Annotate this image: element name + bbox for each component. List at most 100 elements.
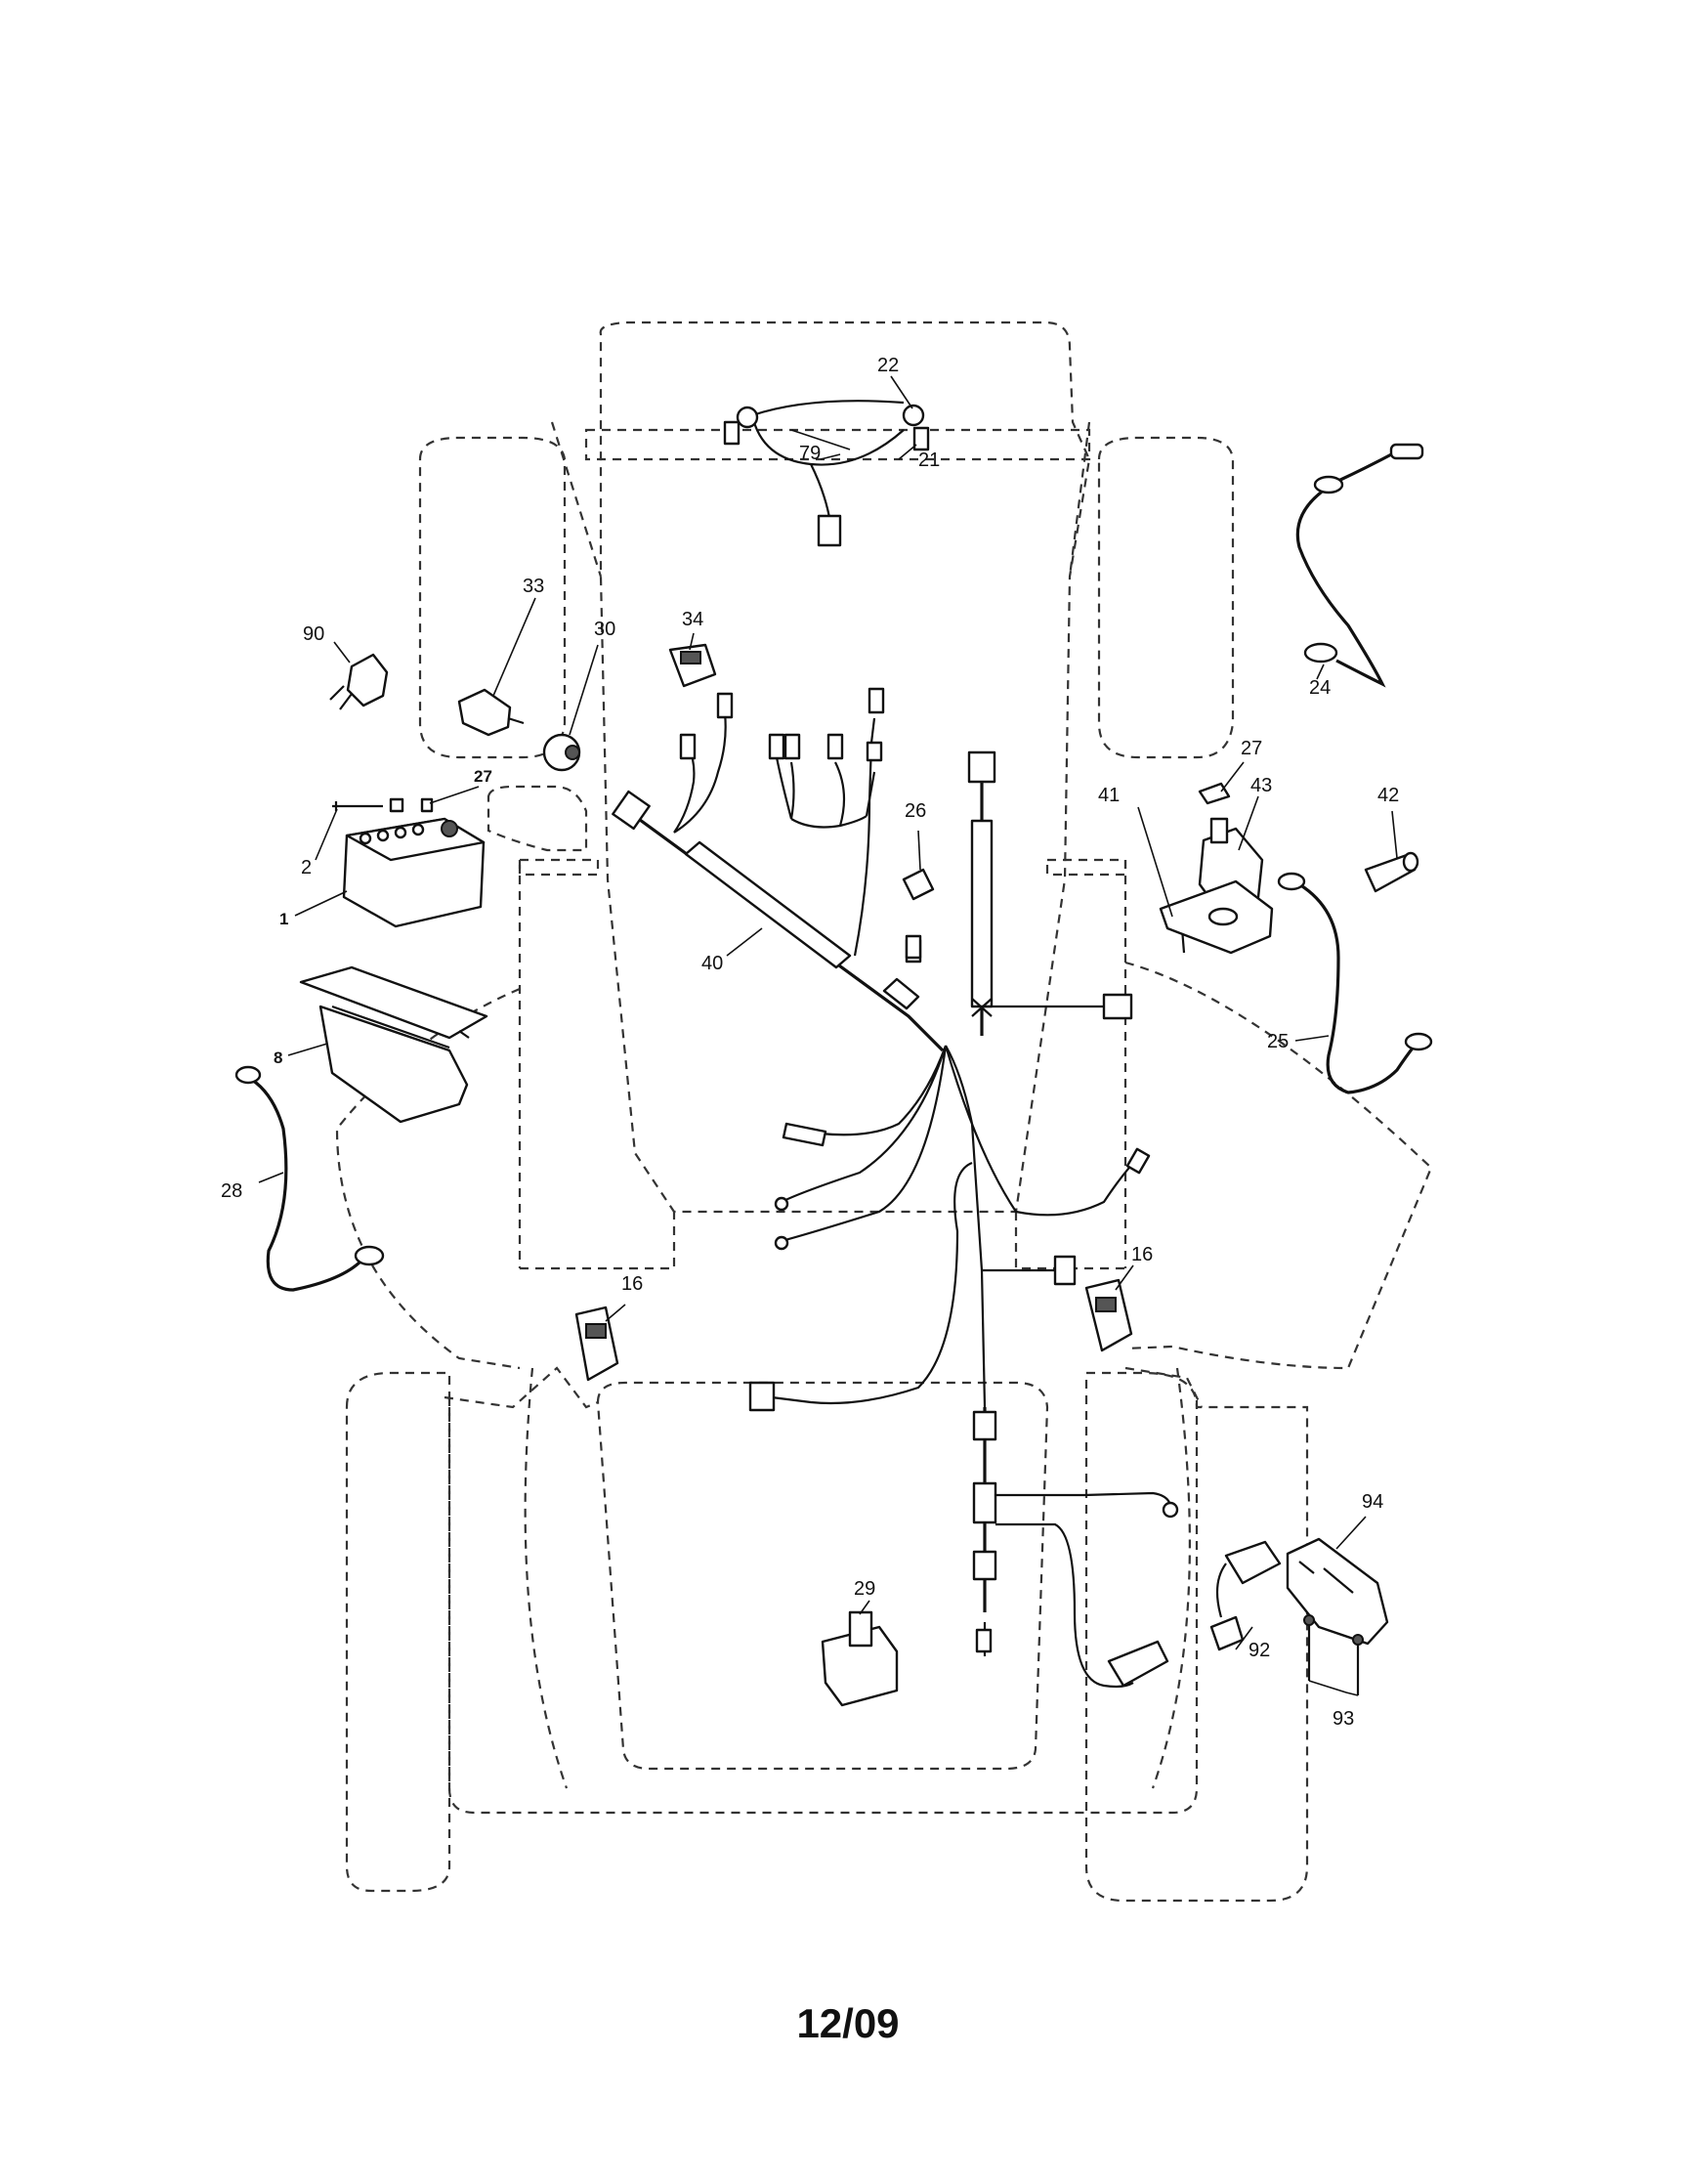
- label-part-16a: 16: [621, 1273, 643, 1295]
- harness-sleeve-2: [882, 977, 920, 1010]
- leader-2: [315, 808, 338, 861]
- leader-27b: [1220, 761, 1245, 792]
- rear-spine-sleeve-2: [972, 1481, 997, 1524]
- cable-28-ring-bottom: [354, 1245, 385, 1266]
- harness-connector-end: [612, 790, 651, 831]
- leader-30: [569, 644, 599, 736]
- harness-branch-3: [775, 756, 876, 829]
- lower-terminal-2: [774, 1235, 789, 1251]
- cable-24-ring-top: [1313, 475, 1344, 494]
- part-92-wire: [1215, 1563, 1227, 1618]
- cable-25-wire: [1298, 882, 1417, 1094]
- label-part-93: 93: [1333, 1708, 1354, 1730]
- leader-22: [890, 375, 913, 409]
- harness-trunk: [624, 807, 945, 1052]
- part-27-nut: [389, 797, 404, 813]
- leader-26: [917, 830, 921, 871]
- harness-sleeve-1: [684, 840, 852, 969]
- part-90-body: [346, 653, 389, 707]
- seat-deck-outline: [596, 1381, 1049, 1771]
- cable-28-wire: [251, 1078, 363, 1292]
- battery-tray-outline: [487, 785, 588, 852]
- branch-3-terminal-b: [783, 733, 801, 760]
- cable-28-ring-top: [234, 1065, 262, 1085]
- leader-33: [492, 597, 536, 697]
- headlight-lead-sleeve: [970, 819, 994, 1008]
- leader-24: [1316, 664, 1325, 680]
- branch-1-terminal-a: [679, 733, 697, 760]
- leader-16b: [1115, 1264, 1134, 1291]
- leader-41: [1137, 806, 1173, 918]
- tray-rim: [299, 965, 488, 1040]
- leader-92: [1235, 1626, 1253, 1650]
- frame-sides: [518, 860, 1127, 1268]
- part-number-labels: 1 2 8 16 16 21 22 24 25 26 27 27 28 29 3…: [221, 355, 1399, 1730]
- switch-16-right-body: [1084, 1278, 1133, 1352]
- part-27-nut-right: [1198, 782, 1231, 805]
- leader-94: [1335, 1516, 1367, 1550]
- rear-frame-lines: [444, 1366, 1203, 1409]
- part-42-boot: [1364, 851, 1419, 893]
- part-33-key-shaft: [507, 716, 525, 725]
- leader-42: [1391, 810, 1398, 859]
- leader-79: [790, 429, 851, 460]
- harness-spine: [945, 1045, 987, 1408]
- rear-spine-sleeve-1: [972, 1410, 997, 1441]
- lower-plug-left: [782, 1122, 827, 1147]
- tractor-outline: [335, 321, 1433, 1903]
- part-33-key-head: [457, 688, 512, 737]
- headlight-connector: [817, 514, 842, 547]
- part-16-switch-right: [1084, 1278, 1133, 1352]
- headlight-wires: [750, 400, 905, 524]
- part-42-end: [1402, 851, 1419, 873]
- right-socket: [912, 426, 930, 451]
- part-16-switch-left: [574, 1306, 619, 1382]
- label-part-90: 90: [303, 623, 324, 645]
- label-part-42: 42: [1377, 785, 1399, 806]
- leader-40: [726, 927, 763, 957]
- branch-3-terminal-a: [768, 733, 785, 760]
- rear-right-wheel: [1084, 1371, 1309, 1903]
- label-part-34: 34: [682, 609, 703, 630]
- part-34-switch: [668, 643, 717, 688]
- label-part-21: 21: [918, 450, 940, 471]
- seat-frame-lines: [520, 1212, 1125, 1270]
- harness-lower-branches: [781, 1045, 1139, 1243]
- rear-spine-terminal: [975, 1628, 993, 1653]
- fender-outline: [335, 961, 1433, 1370]
- left-socket: [723, 420, 741, 446]
- part-1-battery: [342, 817, 486, 928]
- part-30-ignition: [542, 733, 581, 772]
- part-93-screw-head-1: [1303, 1614, 1315, 1626]
- leader-43: [1238, 795, 1259, 851]
- seat-switch-connector: [1107, 1640, 1169, 1688]
- tray-body: [318, 1005, 469, 1124]
- battery-bolts: [332, 797, 434, 813]
- battery-cell-1: [359, 832, 372, 845]
- branch-1-terminal-b: [716, 692, 734, 719]
- rear-frame-outline: [447, 1397, 1199, 1815]
- ground-terminal: [1162, 1501, 1179, 1519]
- leader-29: [859, 1600, 870, 1615]
- label-part-33: 33: [523, 576, 544, 597]
- leader-8: [287, 1043, 328, 1056]
- label-part-22: 22: [877, 355, 899, 376]
- label-part-16b: 16: [1131, 1244, 1153, 1265]
- frame-rails: [518, 858, 1127, 877]
- leader-25: [1294, 1035, 1330, 1042]
- cable-25-ring-bottom: [1404, 1032, 1433, 1051]
- part-93-screw-head-2: [1352, 1634, 1364, 1646]
- label-part-8: 8: [274, 1049, 282, 1067]
- leader-21: [898, 444, 917, 460]
- part-29-knob: [848, 1610, 873, 1648]
- right-headlight-bulb: [902, 404, 925, 427]
- label-part-2: 2: [301, 857, 312, 878]
- label-part-27b: 27: [1241, 738, 1262, 759]
- leader-93: [1308, 1680, 1359, 1696]
- cable-24-terminal: [1389, 443, 1424, 460]
- label-part-92: 92: [1249, 1640, 1270, 1661]
- label-part-30: 30: [594, 619, 615, 640]
- cable-25: [1277, 872, 1433, 1094]
